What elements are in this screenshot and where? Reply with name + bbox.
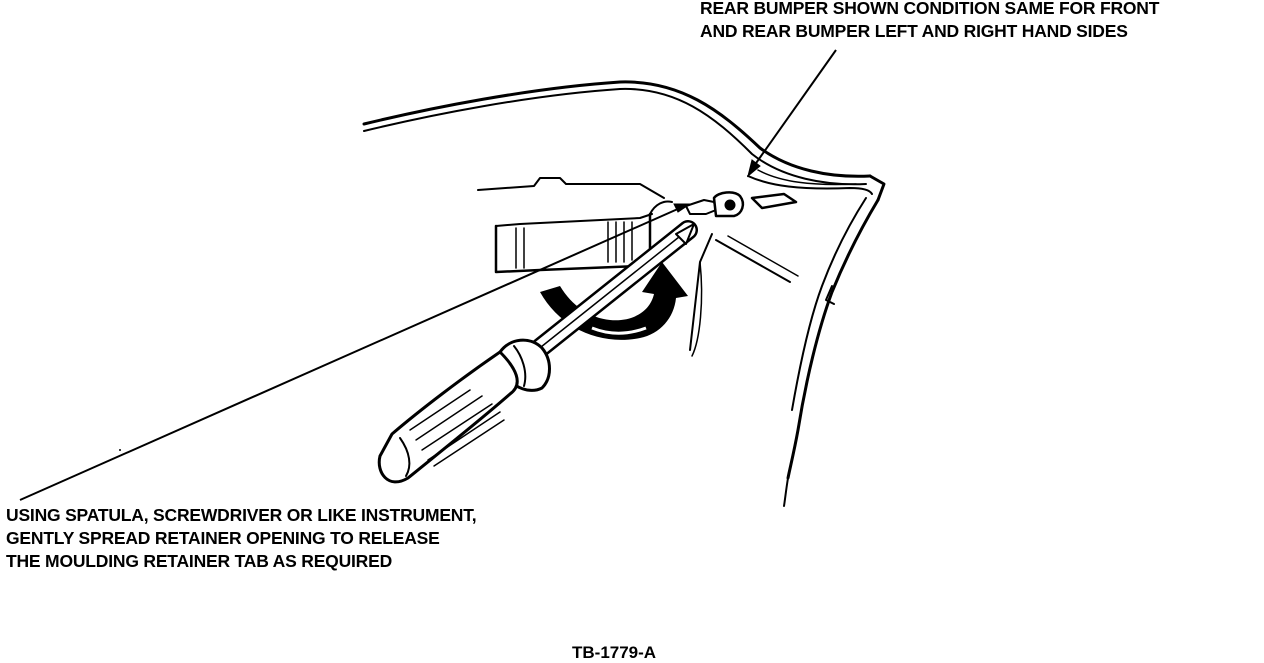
callout-bottom-line-2: GENTLY SPREAD RETAINER OPENING TO RELEAS… (6, 528, 440, 548)
leader-arrowhead-top (747, 159, 761, 178)
leader-line-top (753, 49, 837, 167)
screwdriver-icon (377, 220, 698, 484)
callout-top-line-1: REAR BUMPER SHOWN CONDITION SAME FOR FRO… (700, 0, 1160, 18)
figure-id-label: TB-1779-A (572, 643, 657, 662)
leader-lines (19, 49, 837, 501)
moulding-retainer (685, 191, 798, 218)
bumper-moulding (362, 80, 886, 507)
retainer-housing (477, 177, 799, 357)
callout-top-line-2: AND REAR BUMPER LEFT AND RIGHT HAND SIDE… (700, 21, 1128, 41)
leader-line-bottom (19, 207, 681, 501)
callout-instruction-note: USING SPATULA, SCREWDRIVER OR LIKE INSTR… (6, 504, 477, 573)
leader-arrowhead-bottom (673, 203, 692, 213)
callout-bottom-line-1: USING SPATULA, SCREWDRIVER OR LIKE INSTR… (6, 505, 477, 525)
callout-bottom-line-3: THE MOULDING RETAINER TAB AS REQUIRED (6, 551, 393, 571)
callout-rear-bumper-note: REAR BUMPER SHOWN CONDITION SAME FOR FRO… (700, 0, 1159, 43)
speck (119, 449, 121, 451)
